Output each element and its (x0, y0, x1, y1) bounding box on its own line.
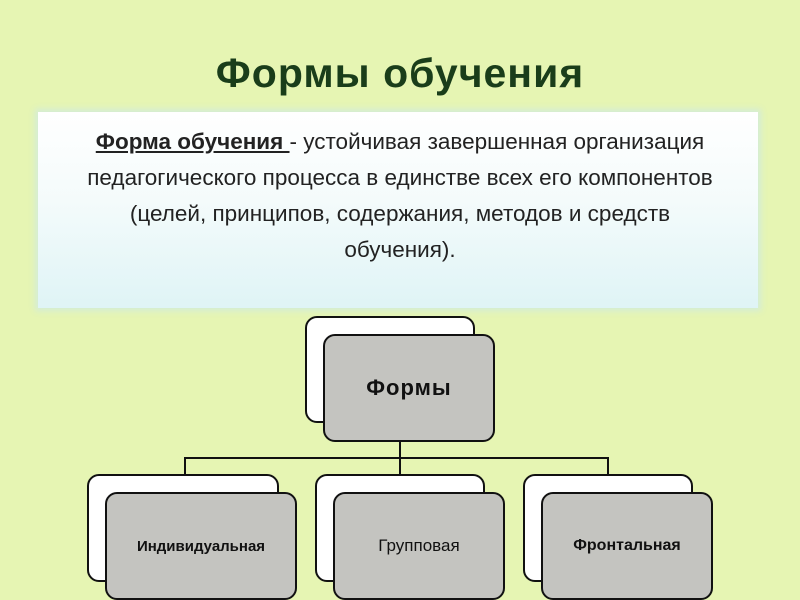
child-node-frontal: Фронтальная (541, 492, 713, 600)
child-node-frontal-label: Фронтальная (573, 537, 681, 554)
root-node: Формы (323, 334, 495, 442)
definition-term: Форма обучения (95, 129, 290, 154)
connector-child-2 (399, 457, 401, 475)
child-node-group-label: Групповая (378, 536, 460, 555)
slide-title: Формы обучения (215, 50, 585, 96)
connector-child-1 (184, 457, 186, 475)
definition-box: Форма обучения - устойчивая завершенная … (38, 112, 758, 308)
connector-horizontal (184, 457, 608, 459)
definition-text: - устойчивая завершенная организация пед… (87, 129, 713, 262)
connector-root-down (399, 440, 401, 458)
child-node-individual-label: Индивидуальная (136, 537, 266, 555)
root-node-label: Формы (366, 375, 452, 400)
child-node-individual: Индивидуальная (105, 492, 297, 600)
connector-child-3 (607, 457, 609, 475)
child-node-group: Групповая (333, 492, 505, 600)
